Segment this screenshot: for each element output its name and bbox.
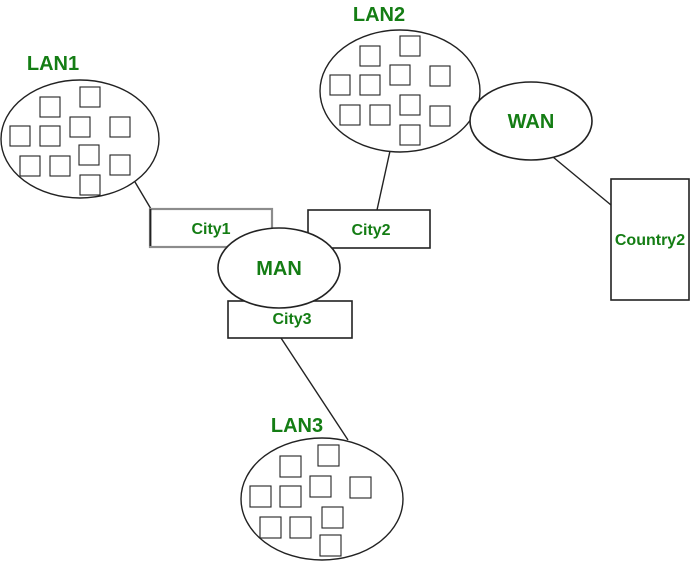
lan3-computer-5 <box>249 485 272 508</box>
lan1-label: LAN1 <box>27 53 79 75</box>
country2-label: Country2 <box>615 232 685 249</box>
lan3-computer-4 <box>349 476 372 499</box>
wan-country2-link <box>552 156 612 206</box>
lan1-computer-6 <box>39 125 61 147</box>
lan1-computer-1 <box>79 86 101 108</box>
lan2-city2-link <box>376 150 391 211</box>
lan3-computer-9 <box>289 516 312 539</box>
lan1-computer-11 <box>79 174 101 196</box>
man-label: MAN <box>256 258 302 280</box>
lan2-computer-11 <box>399 124 421 146</box>
lan2-computer-9 <box>369 104 391 126</box>
wan-ellipse <box>469 81 593 161</box>
lan1-city1-link <box>134 181 152 210</box>
lan1-computer-3 <box>69 116 91 138</box>
lan2-computer-6 <box>359 74 381 96</box>
lan3-computer-10 <box>319 534 342 557</box>
lan2-computer-7 <box>399 94 421 116</box>
lan2-computer-8 <box>339 104 361 126</box>
man-ellipse <box>217 227 341 309</box>
city1-label: City1 <box>191 221 230 238</box>
wan-label: WAN <box>508 111 555 133</box>
city3-label: City3 <box>272 311 311 328</box>
lan1-computer-10 <box>109 154 131 176</box>
city3-lan3-link <box>280 337 349 441</box>
lan3-computer-6 <box>279 485 302 508</box>
lan1-computer-2 <box>39 96 61 118</box>
lan3-computer-1 <box>317 444 340 467</box>
lan1-computer-8 <box>19 155 41 177</box>
lan3-computer-8 <box>259 516 282 539</box>
lan2-computer-4 <box>429 65 451 87</box>
lan3-computer-7 <box>321 506 344 529</box>
lan1-computer-4 <box>109 116 131 138</box>
lan1-computer-7 <box>78 144 100 166</box>
lan1-computer-5 <box>9 125 31 147</box>
lan3-label: LAN3 <box>271 415 323 437</box>
lan2-computer-2 <box>359 45 381 67</box>
city2-box <box>307 209 431 249</box>
lan2-label: LAN2 <box>353 4 405 26</box>
city2-label: City2 <box>351 222 390 239</box>
lan2-computer-1 <box>399 35 421 57</box>
lan3-computer-2 <box>279 455 302 478</box>
lan3-computer-3 <box>309 475 332 498</box>
lan1-computer-9 <box>49 155 71 177</box>
lan2-computer-3 <box>389 64 411 86</box>
lan2-computer-10 <box>429 105 451 127</box>
lan2-computer-5 <box>329 74 351 96</box>
country2-box <box>610 178 690 301</box>
